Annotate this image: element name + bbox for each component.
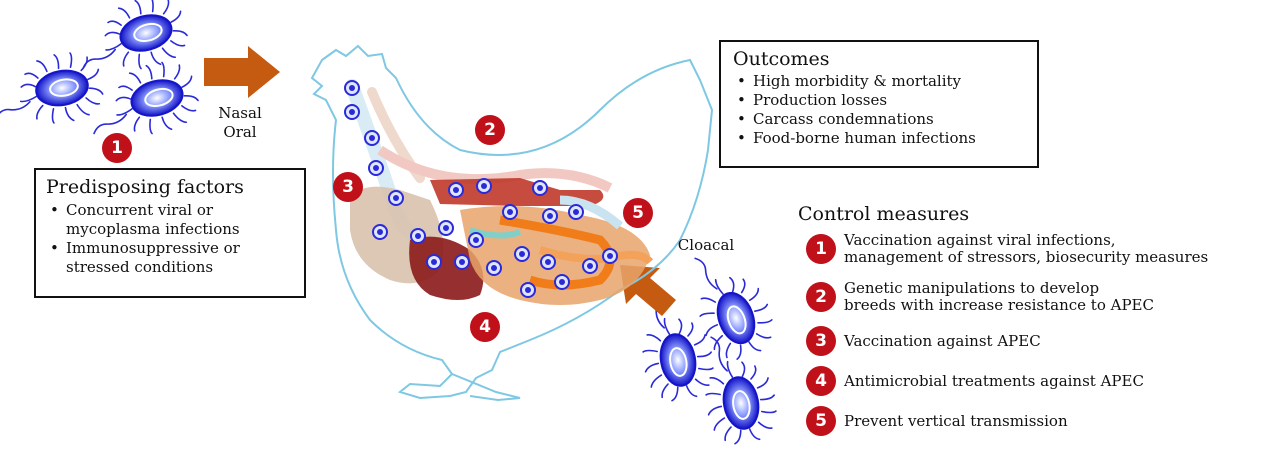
outcome-item: Production losses xyxy=(737,91,1025,110)
outcomes-title: Outcomes xyxy=(733,48,830,70)
predisposing-title: Predisposing factors xyxy=(46,176,244,198)
control-number: 1 xyxy=(806,234,836,264)
bacterium-icon xyxy=(68,0,194,85)
control-measure-1: 1 Vaccination against viral infections,m… xyxy=(806,232,1208,266)
outcomes-box: Outcomes High morbidity & mortality Prod… xyxy=(719,40,1039,168)
control-measure-4: 4 Antimicrobial treatments against APEC xyxy=(806,366,1144,396)
marker-5: 5 xyxy=(623,198,653,228)
bacterium-icon xyxy=(631,284,720,406)
nasal-oral-arrow-icon xyxy=(204,46,280,98)
bacterium-icon xyxy=(694,327,783,449)
outcome-item: Carcass condemnations xyxy=(737,110,1025,129)
predisposing-factors-box: Predisposing factors Concurrent viral or… xyxy=(34,168,306,298)
bacterium-icon xyxy=(679,239,783,368)
control-number: 3 xyxy=(806,326,836,356)
control-number: 2 xyxy=(806,282,836,312)
route-labels: Nasal Oral xyxy=(210,104,270,142)
outcome-item: High morbidity & mortality xyxy=(737,72,1025,91)
marker-4: 4 xyxy=(470,312,500,342)
control-number: 4 xyxy=(806,366,836,396)
nasal-label: Nasal xyxy=(218,104,262,122)
cloacal-label: Cloacal xyxy=(677,236,735,254)
chicken-outline xyxy=(310,44,714,402)
control-measure-3: 3 Vaccination against APEC xyxy=(806,326,1041,356)
marker-1: 1 xyxy=(102,133,132,163)
outcomes-list: High morbidity & mortality Production lo… xyxy=(733,72,1025,148)
marker-2: 2 xyxy=(475,115,505,145)
control-number: 5 xyxy=(806,406,836,436)
control-measures-title: Control measures xyxy=(798,203,970,225)
control-measure-5: 5 Prevent vertical transmission xyxy=(806,406,1068,436)
outcome-item: Food-borne human infections xyxy=(737,129,1025,148)
oral-label: Oral xyxy=(223,123,257,141)
marker-3: 3 xyxy=(333,172,363,202)
